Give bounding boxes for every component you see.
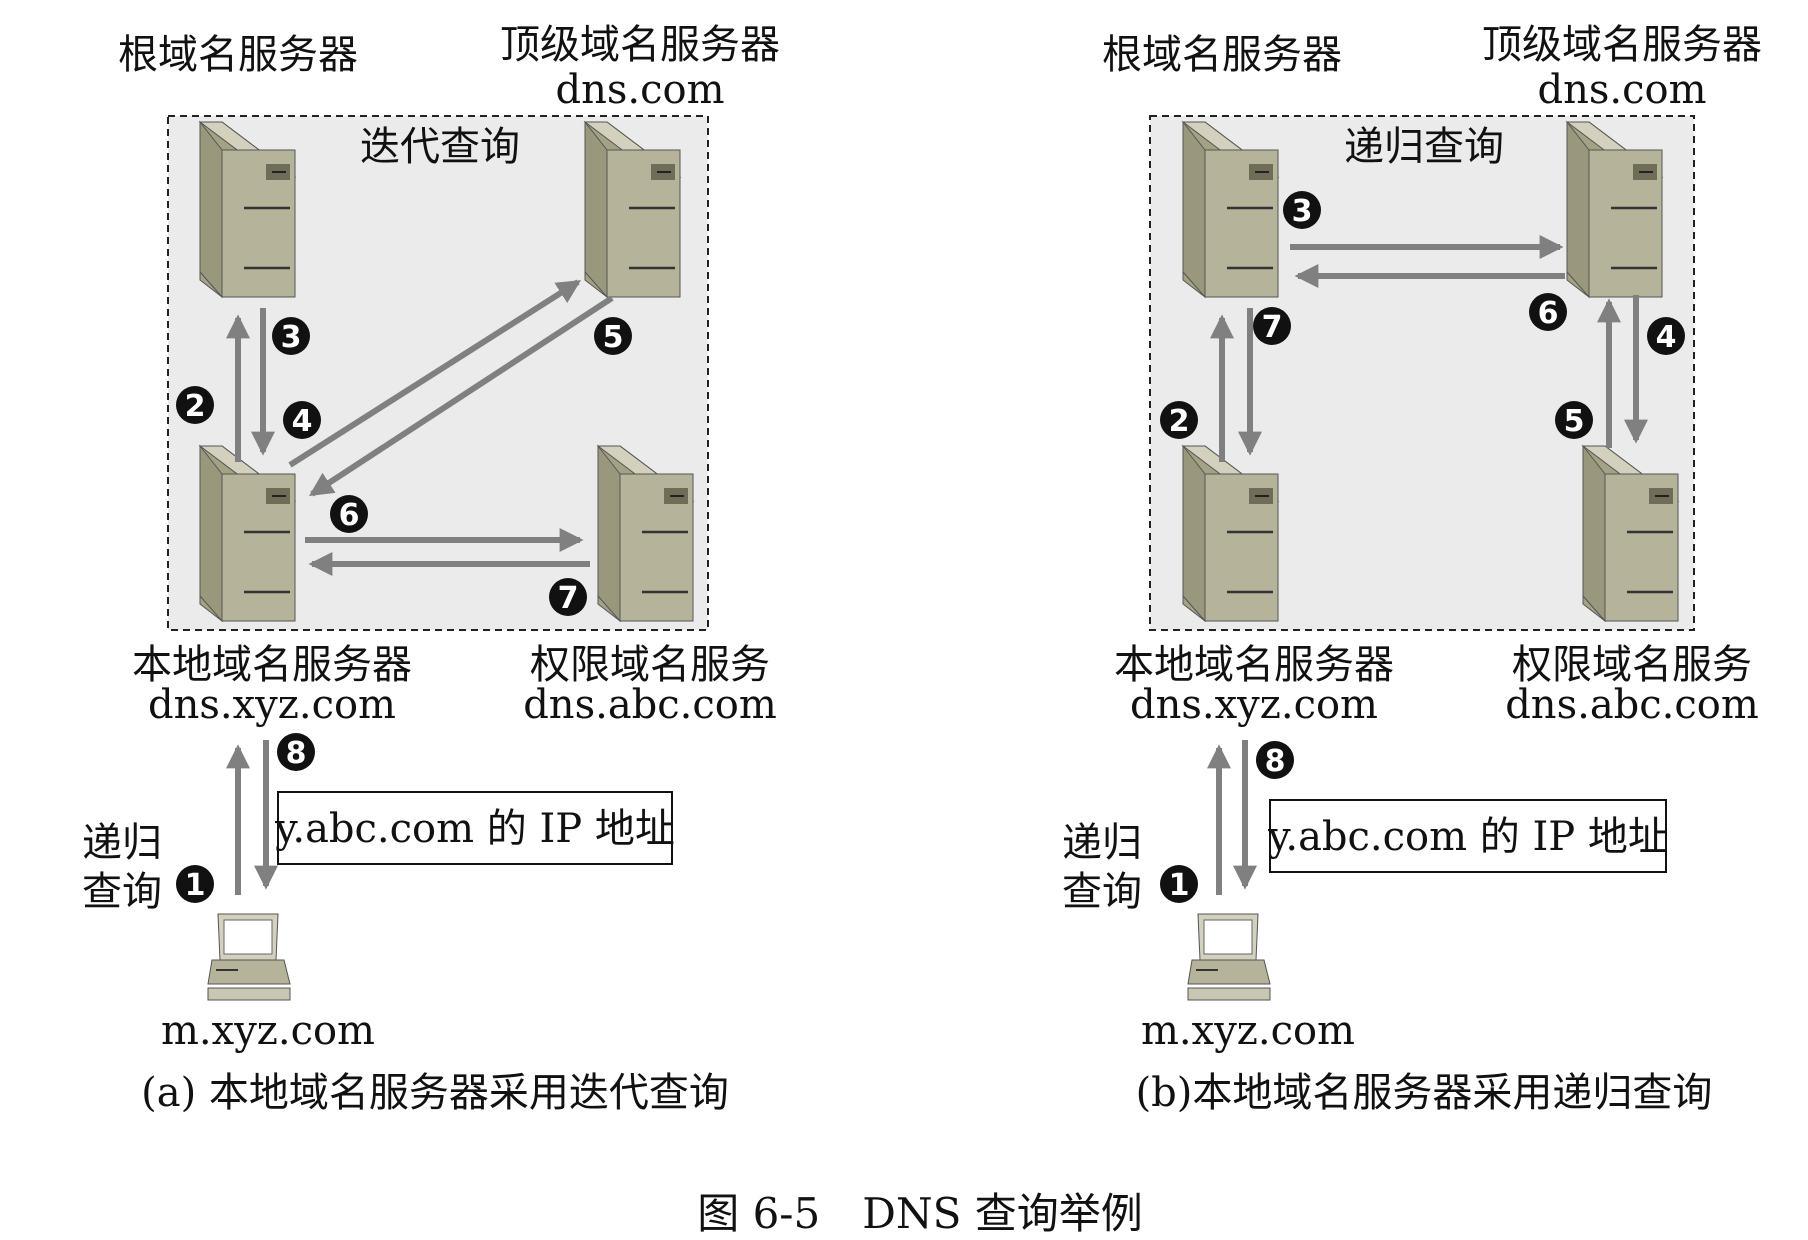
svg-text:7: 7 [558,581,579,616]
step-badge: 6 [1529,293,1567,331]
step-badge: 1 [1160,865,1198,903]
client-host: m.xyz.com [161,1008,375,1054]
local-server-host: dns.xyz.com [1130,682,1378,728]
answer-text: y.abc.com 的 IP 地址 [274,806,675,852]
panel-a: 迭代查询 根域名服务器 顶级域名服务器 dns.com 本地域名服务器 dns.… [82,22,780,1116]
query-label-line2: 查询 [1062,869,1142,915]
answer-text: y.abc.com 的 IP 地址 [1267,814,1668,860]
mode-label: 迭代查询 [360,124,520,170]
svg-text:8: 8 [286,736,307,771]
step-badge: 1 [176,865,214,903]
client-host: m.xyz.com [1141,1008,1355,1054]
mode-label: 递归查询 [1344,124,1504,170]
root-server-label: 根域名服务器 [118,32,358,78]
step-badge: 6 [330,495,368,533]
step-badge: 8 [277,733,315,771]
step-badge: 5 [594,317,632,355]
step-badge: 3 [272,317,310,355]
svg-text:4: 4 [292,404,313,439]
svg-text:3: 3 [281,320,302,355]
tld-server-label: 顶级域名服务器 [1482,22,1762,68]
auth-server-host: dns.abc.com [1505,682,1759,728]
answer-box [1269,799,1667,873]
answer-box [277,791,673,865]
step-badge: 4 [1647,317,1685,355]
arrow-step-5 [308,295,614,497]
local-server-host: dns.xyz.com [148,682,396,728]
client-computer-icon [1187,913,1271,1001]
query-label-line1: 递归 [82,820,162,866]
svg-text:2: 2 [185,389,206,424]
auth-server-label: 权限域名服务 [530,642,770,688]
panel-caption: (a) 本地域名服务器采用迭代查询 [141,1070,729,1116]
client-computer-icon [207,913,291,1001]
query-label-line1: 递归 [1062,820,1142,866]
auth-server-label: 权限域名服务 [1512,642,1752,688]
tld-server-host: dns.com [555,67,724,113]
step-badge: 7 [1253,307,1291,345]
local-server-label: 本地域名服务器 [132,642,412,688]
step-badge: 2 [1160,401,1198,439]
tld-server-host: dns.com [1537,67,1706,113]
panel-b: 递归查询 根域名服务器 顶级域名服务器 dns.com 本地域名服务器 dns.… [1062,22,1762,1116]
svg-text:1: 1 [185,868,206,903]
svg-text:6: 6 [339,498,360,533]
panel-caption: (b)本地域名服务器采用递归查询 [1136,1070,1713,1116]
step-badge: 4 [283,401,321,439]
auth-server-host: dns.abc.com [523,682,777,728]
query-label-line2: 查询 [82,869,162,915]
svg-text:8: 8 [1265,744,1286,779]
svg-text:5: 5 [603,320,624,355]
svg-text:7: 7 [1262,310,1283,345]
svg-text:1: 1 [1169,868,1190,903]
step-badge: 8 [1256,741,1294,779]
svg-text:4: 4 [1656,320,1677,355]
figure-caption: 图 6-5 DNS 查询举例 [697,1189,1143,1238]
svg-text:5: 5 [1564,404,1585,439]
svg-text:2: 2 [1169,404,1190,439]
step-badge: 2 [176,386,214,424]
svg-text:3: 3 [1292,194,1313,229]
step-badge: 7 [549,578,587,616]
arrow-step-4 [288,279,582,468]
svg-text:6: 6 [1538,296,1559,331]
query-arrows [1207,235,1648,895]
tld-server-label: 顶级域名服务器 [500,22,780,68]
local-server-label: 本地域名服务器 [1114,642,1394,688]
root-server-label: 根域名服务器 [1102,32,1342,78]
step-badge: 5 [1555,401,1593,439]
query-arrows [226,279,614,895]
step-badge: 3 [1283,191,1321,229]
